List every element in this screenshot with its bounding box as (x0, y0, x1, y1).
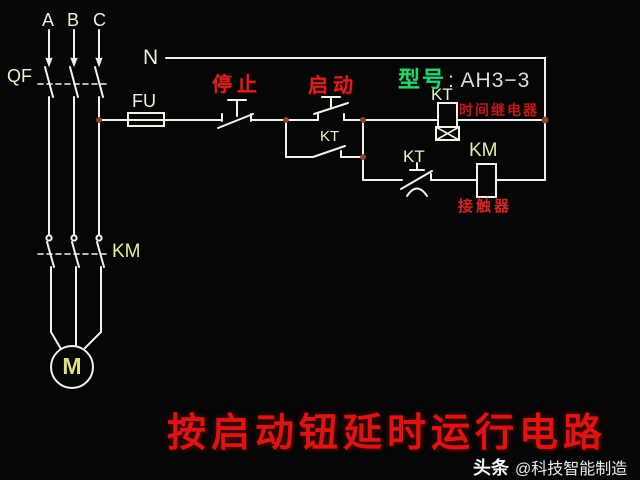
watermark: 头条 @科技智能制造 (473, 454, 627, 480)
qf-breaker-label: QF (7, 66, 32, 86)
phase-a-label: A (42, 10, 55, 30)
model-line: 型号 : AH3−3 (398, 62, 530, 94)
km-coil-symbol (476, 163, 497, 198)
qf-breaker-symbol (37, 66, 107, 235)
kt-delay-contact-symbol (400, 162, 433, 197)
motor-symbol (50, 345, 94, 389)
page-title: 按启动钮延时运行电路 (166, 412, 607, 455)
start-button-label: 启动 (308, 75, 358, 97)
kt-latch-contact-symbol (285, 119, 364, 181)
junction-dots (96, 116, 549, 160)
motor-label: M (62, 353, 82, 379)
stop-button-label: 停止 (212, 74, 262, 96)
kt-coil-label: KT (431, 85, 453, 104)
contactor-note: 接触器 (458, 198, 513, 215)
phase-c-label: C (93, 10, 106, 30)
stop-button-symbol (217, 99, 254, 129)
phase-b-label: B (67, 10, 80, 30)
model-prefix-label: 型号 (398, 67, 447, 92)
model-value-label: : AH3−3 (448, 69, 531, 92)
fu-fuse-label: FU (132, 91, 156, 111)
neutral-label: N (143, 46, 159, 69)
km-main-contact-label: KM (112, 241, 141, 262)
watermark-handle: @科技智能制造 (515, 461, 628, 478)
kt-coil-symbol (435, 102, 460, 141)
fu-fuse-symbol (127, 112, 165, 127)
kt-delay-contact-label: KT (403, 147, 425, 166)
watermark-brand: 头条 (473, 458, 509, 478)
km-coil-label: KM (469, 140, 498, 161)
time-relay-note: 时间继电器 (459, 102, 539, 118)
phase-supply-lines (45, 29, 103, 68)
km-main-contact-symbol (37, 234, 107, 350)
neutral-line (165, 57, 546, 181)
kt-latch-contact-label: KT (320, 128, 340, 145)
start-button-symbol (313, 96, 349, 121)
